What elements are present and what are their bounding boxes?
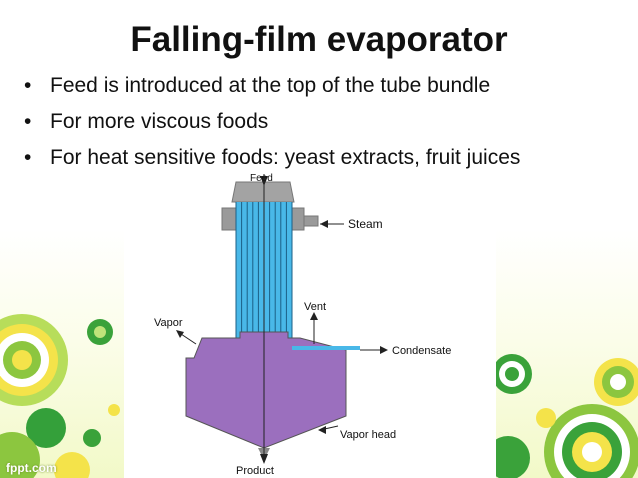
deco-circle bbox=[582, 442, 602, 462]
feed-arrow bbox=[260, 176, 268, 186]
evaporator-diagram: Feed Steam Vent Vapor Condensate Vapor h… bbox=[124, 172, 496, 478]
label-vapor-head: Vapor head bbox=[340, 429, 396, 441]
label-condensate: Condensate bbox=[392, 345, 451, 357]
bullet-list: Feed is introduced at the top of the tub… bbox=[24, 68, 520, 176]
deco-circle bbox=[94, 326, 106, 338]
deco-circle bbox=[488, 436, 530, 478]
steam-arrow-head bbox=[320, 220, 328, 228]
deco-circle bbox=[54, 452, 90, 478]
label-product: Product bbox=[236, 465, 274, 477]
deco-circle bbox=[26, 408, 66, 448]
deco-circle bbox=[610, 374, 626, 390]
right-decoration bbox=[488, 354, 638, 478]
vent-arrow bbox=[310, 312, 318, 320]
deco-circle bbox=[505, 367, 519, 381]
product-arrow bbox=[260, 454, 268, 464]
slide-title: Falling-film evaporator bbox=[130, 20, 508, 59]
top-cap bbox=[231, 181, 295, 203]
label-vapor: Vapor bbox=[154, 317, 183, 329]
watermark-logo: fppt.com bbox=[6, 461, 57, 475]
vapor-arrow-head bbox=[176, 330, 184, 338]
tube-lines bbox=[235, 202, 293, 356]
left-decoration bbox=[0, 314, 120, 478]
condensate-arrow-head bbox=[380, 346, 388, 354]
deco-circle bbox=[0, 432, 40, 478]
deco-circle bbox=[108, 404, 120, 416]
steam-inlet-pipe bbox=[303, 215, 319, 227]
label-vent: Vent bbox=[304, 301, 326, 313]
bullet-item: For more viscous foods bbox=[24, 104, 520, 140]
bullet-item: For heat sensitive foods: yeast extracts… bbox=[24, 140, 520, 176]
label-feed: Feed bbox=[250, 173, 273, 184]
deco-circle bbox=[12, 350, 32, 370]
deco-circle bbox=[536, 408, 556, 428]
deco-circle bbox=[83, 429, 101, 447]
vapor-head-arrow bbox=[318, 426, 326, 434]
label-steam: Steam bbox=[348, 217, 383, 231]
bullet-item: Feed is introduced at the top of the tub… bbox=[24, 68, 520, 104]
